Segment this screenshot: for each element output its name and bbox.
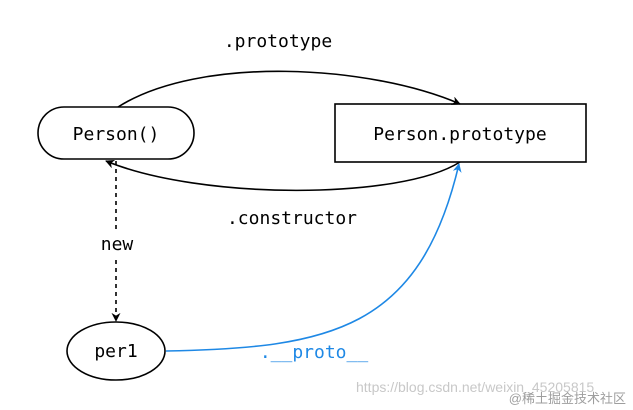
person-constructor-label: Person() bbox=[73, 124, 160, 145]
person-prototype-label: Person.prototype bbox=[373, 124, 546, 145]
proto-arrow bbox=[165, 163, 462, 352]
watermark-brand: @稀土掘金技术社区 bbox=[509, 391, 626, 406]
person-constructor-node: Person() bbox=[37, 106, 195, 160]
new-edge-label: new bbox=[101, 234, 134, 255]
person-prototype-node: Person.prototype bbox=[334, 103, 587, 163]
per1-label: per1 bbox=[94, 341, 137, 362]
per1-node: per1 bbox=[66, 321, 166, 381]
proto-edge-label: .__proto__ bbox=[260, 342, 369, 363]
prototype-arrow bbox=[117, 70, 461, 108]
watermark-url: https://blog.csdn.net/weixin_45205815 bbox=[356, 379, 594, 395]
constructor-edge-label: .constructor bbox=[227, 208, 357, 229]
prototype-edge-label: .prototype bbox=[224, 31, 332, 52]
constructor-arrow bbox=[105, 159, 461, 192]
